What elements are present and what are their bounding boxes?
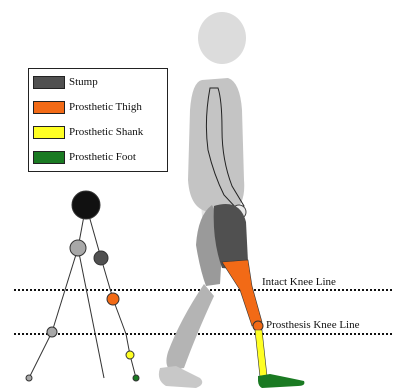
stick-right-hip: [94, 251, 108, 265]
legend: Stump Prosthetic Thigh Prosthetic Shank …: [28, 68, 168, 172]
stick-right-foot: [133, 375, 139, 381]
prosthetic-foot-swatch: [33, 151, 65, 164]
stump-swatch: [33, 76, 65, 89]
intact-knee-line-label: Intact Knee Line: [262, 276, 336, 288]
prosthetic-thigh-swatch: [33, 101, 65, 114]
stick-right-shank-joint: [126, 351, 134, 359]
stick-head: [72, 191, 100, 219]
walking-figure: [159, 12, 305, 388]
stick-back-link: [78, 248, 104, 378]
prosthetic-shank-swatch: [33, 126, 65, 139]
stick-left-hip: [70, 240, 86, 256]
prosthetic-knee-joint: [253, 321, 263, 331]
legend-label: Prosthetic Thigh: [69, 101, 142, 113]
stick-right-thigh-joint: [107, 293, 119, 305]
legend-label: Prosthetic Shank: [69, 126, 143, 138]
back-foot-shape: [159, 366, 202, 388]
legend-item-prosthetic-shank: Prosthetic Shank: [33, 123, 143, 141]
legend-label: Prosthetic Foot: [69, 151, 136, 163]
legend-label: Stump: [69, 76, 98, 88]
stick-left-knee: [47, 327, 57, 337]
back-shank-shape: [166, 284, 214, 370]
prosthetic-foot-shape: [258, 374, 304, 388]
prosthesis-knee-line-label: Prosthesis Knee Line: [266, 319, 359, 331]
stick-left-shank: [29, 332, 52, 378]
stick-figure: [26, 191, 139, 381]
head-shape: [198, 12, 246, 64]
legend-item-prosthetic-foot: Prosthetic Foot: [33, 148, 136, 166]
stick-left-foot: [26, 375, 32, 381]
legend-item-prosthetic-thigh: Prosthetic Thigh: [33, 98, 142, 116]
prosthetic-thigh-shape: [222, 260, 262, 326]
prosthetic-shank-shape: [255, 330, 267, 377]
legend-item-stump: Stump: [33, 73, 98, 91]
